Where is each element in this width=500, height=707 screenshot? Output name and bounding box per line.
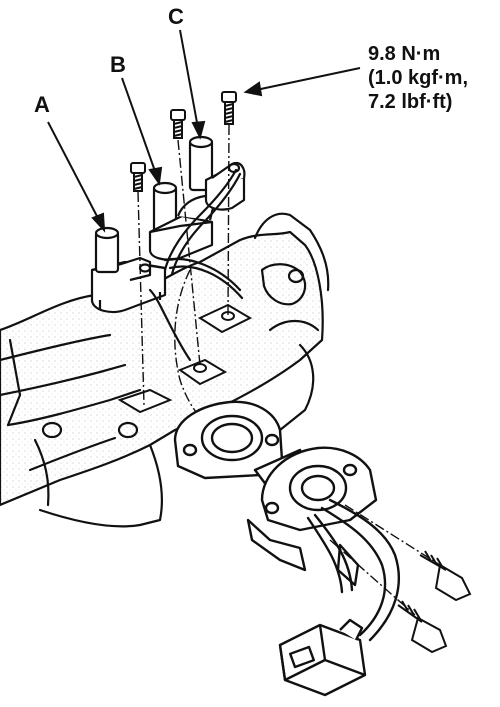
solenoid-a (90, 226, 167, 314)
housing-casting (0, 212, 330, 528)
torque-spec-line-1: 9.8 N·m (368, 43, 440, 65)
torque-spec-line-2: (1.0 kgf·m, (368, 67, 468, 89)
leader-arrow-b (121, 77, 163, 186)
sensor-harness (306, 498, 400, 642)
electrical-connector (278, 618, 367, 697)
leader-arrow-torque (243, 67, 361, 97)
solenoid-harness (148, 168, 244, 362)
callout-label-a: A (34, 92, 50, 117)
leader-arrow-a (47, 121, 106, 233)
leader-arrow-c (179, 29, 206, 140)
sensor-ring-bracket (173, 400, 312, 492)
bolt-right (221, 91, 237, 125)
torque-spec-line-3: 7.2 lbf·ft) (368, 91, 452, 113)
bolt-lower-upper (344, 504, 472, 602)
callout-label-b: B (110, 52, 126, 77)
callout-label-c: C (168, 4, 184, 29)
bolt-lower-lower (329, 539, 448, 654)
bolt-left (130, 162, 146, 192)
bolt-middle (170, 109, 186, 139)
